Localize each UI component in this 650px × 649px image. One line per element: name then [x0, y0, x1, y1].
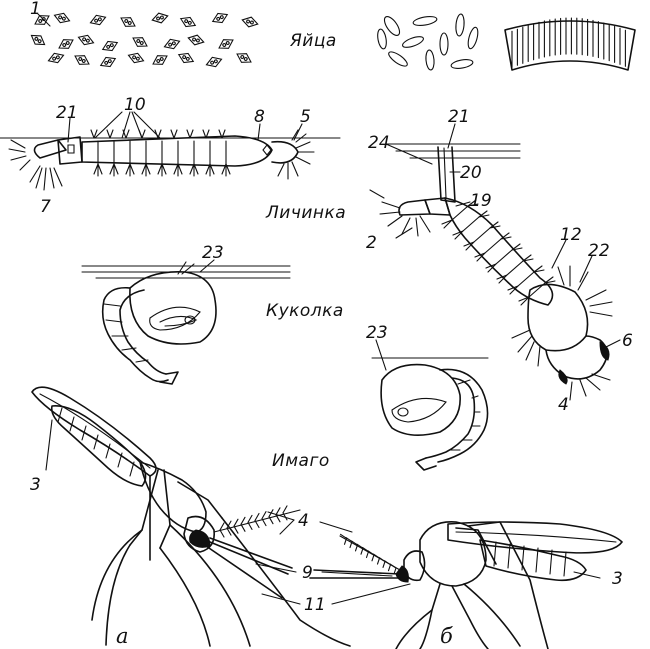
pupa-right	[380, 363, 489, 471]
callout-6: 6	[622, 331, 633, 351]
callout-11: 11	[304, 595, 326, 615]
callout-19: 19	[470, 191, 492, 211]
callout-20: 20	[460, 163, 482, 183]
label-eggs: Яйца	[289, 31, 337, 51]
anopheles-larva	[8, 129, 315, 191]
subfigure-letter-a: а	[116, 624, 129, 648]
callout-21-left: 21	[56, 103, 78, 123]
callout-10: 10	[124, 95, 146, 115]
label-imago: Имаго	[272, 451, 330, 471]
callout-1: 1	[30, 0, 41, 19]
callout-21-right: 21	[448, 107, 470, 127]
callout-9: 9	[302, 563, 313, 583]
leader-lines	[37, 13, 621, 605]
callout-5: 5	[300, 107, 311, 127]
callout-22: 22	[588, 241, 610, 261]
culex-larva	[369, 146, 613, 401]
callout-23-right: 23	[366, 323, 388, 343]
imago-culex	[309, 521, 623, 649]
egg-cluster-anopheles	[30, 12, 259, 68]
callout-12: 12	[560, 225, 582, 245]
egg-raft-culex	[504, 17, 636, 71]
pupa-left	[101, 261, 217, 385]
callout-4: 4	[298, 511, 309, 531]
imago-anopheles	[31, 386, 351, 647]
subfigure-letter-b: б	[440, 624, 453, 648]
callout-3-left: 3	[30, 475, 41, 495]
callout-3-right: 3	[612, 569, 623, 589]
callout-8: 8	[254, 107, 265, 127]
callout-2: 2	[366, 233, 377, 253]
label-pupa: Куколка	[266, 301, 344, 321]
water-surface-right	[385, 143, 521, 159]
callout-23-left: 23	[202, 243, 224, 263]
egg-group-aedes	[377, 13, 479, 71]
callout-7: 7	[40, 197, 51, 217]
labels: Яйца Личинка Куколка Имаго а б 1 21 10 8…	[30, 0, 633, 648]
callout-24: 24	[368, 133, 390, 153]
label-larva: Личинка	[265, 203, 346, 223]
callout-4-larva: 4	[558, 395, 569, 415]
